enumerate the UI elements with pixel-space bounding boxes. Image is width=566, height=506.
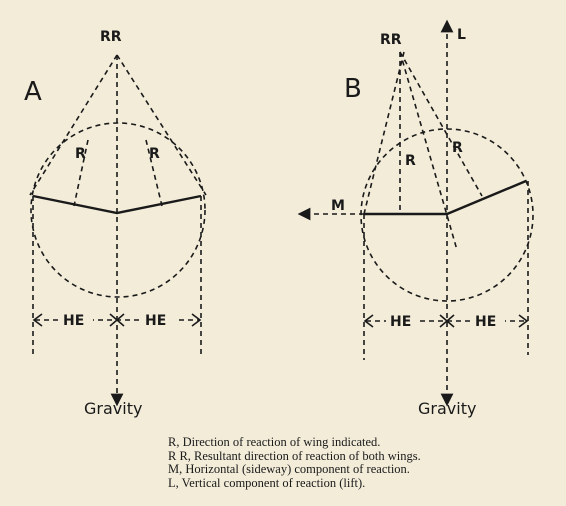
panel-a-span-left-bg xyxy=(59,310,93,328)
panel-b-span-right-bg xyxy=(471,311,505,329)
legend-line-rr: R R, Resultant direction of reaction of … xyxy=(168,448,421,463)
panel-b-horizontal-label: M xyxy=(331,198,345,214)
panel-b-circle xyxy=(360,128,534,302)
panel-a-circle xyxy=(30,122,206,298)
panel-a-label: A xyxy=(24,77,42,107)
panel-a-gravity-label: Gravity xyxy=(84,399,142,418)
panel-b-label: B xyxy=(344,74,362,104)
legend-line-r: R, Direction of reaction of wing indicat… xyxy=(168,435,381,449)
panel-a-span-arrow-left xyxy=(32,313,43,327)
panel-a-left-span-label: HE xyxy=(63,313,84,329)
panel-a-resultant-label: RR xyxy=(100,29,122,45)
panel-a-right-reaction-line xyxy=(145,139,163,207)
panel-b-right-reaction-label: R xyxy=(452,140,463,156)
panel-a-left-outer-line xyxy=(29,54,118,196)
panel-a-wings xyxy=(32,194,202,215)
panel-a-span-arrow-mid-right xyxy=(115,313,125,327)
panel-a-left-reaction-line xyxy=(73,139,89,207)
panel-a-span-right-bg xyxy=(141,310,175,328)
panel-b-span-arrow-left xyxy=(363,314,374,328)
panel-b-right-span-label: HE xyxy=(475,314,496,330)
panel-b-gravity-label: Gravity xyxy=(418,399,476,418)
panel-b-left-span-label: HE xyxy=(390,314,411,330)
panel-b-span-left-bg xyxy=(386,311,420,329)
wing-reaction-diagram: A RR R R HE HE xyxy=(24,19,534,418)
panel-b-resultant-line xyxy=(399,51,458,251)
panel-b-resultant-label: RR xyxy=(380,32,402,48)
legend-line-m: M, Horizontal (sideway) component of rea… xyxy=(168,462,410,476)
legend-line-l: L, Vertical component of reaction (lift)… xyxy=(168,475,366,490)
panel-b-lift-label: L xyxy=(457,27,466,43)
panel-a-right-outer-line xyxy=(116,54,207,196)
panel-b-left-outer-line xyxy=(363,51,405,215)
panel-a: A RR R R HE HE xyxy=(24,29,207,418)
panel-b-span-arrow-mid-right xyxy=(445,314,455,328)
panel-b-right-outer-line xyxy=(399,51,483,197)
panel-a-right-span-label: HE xyxy=(145,313,166,329)
panel-b-span-arrow-right xyxy=(518,314,529,328)
panel-b: B RR L R R M xyxy=(297,19,534,418)
panel-a-right-reaction-label: R xyxy=(149,146,160,162)
legend: R, Direction of reaction of wing indicat… xyxy=(168,435,548,490)
panel-a-span-arrow-right xyxy=(191,313,202,327)
panel-b-left-reaction-label: R xyxy=(405,153,416,169)
panel-a-left-reaction-label: R xyxy=(75,146,86,162)
